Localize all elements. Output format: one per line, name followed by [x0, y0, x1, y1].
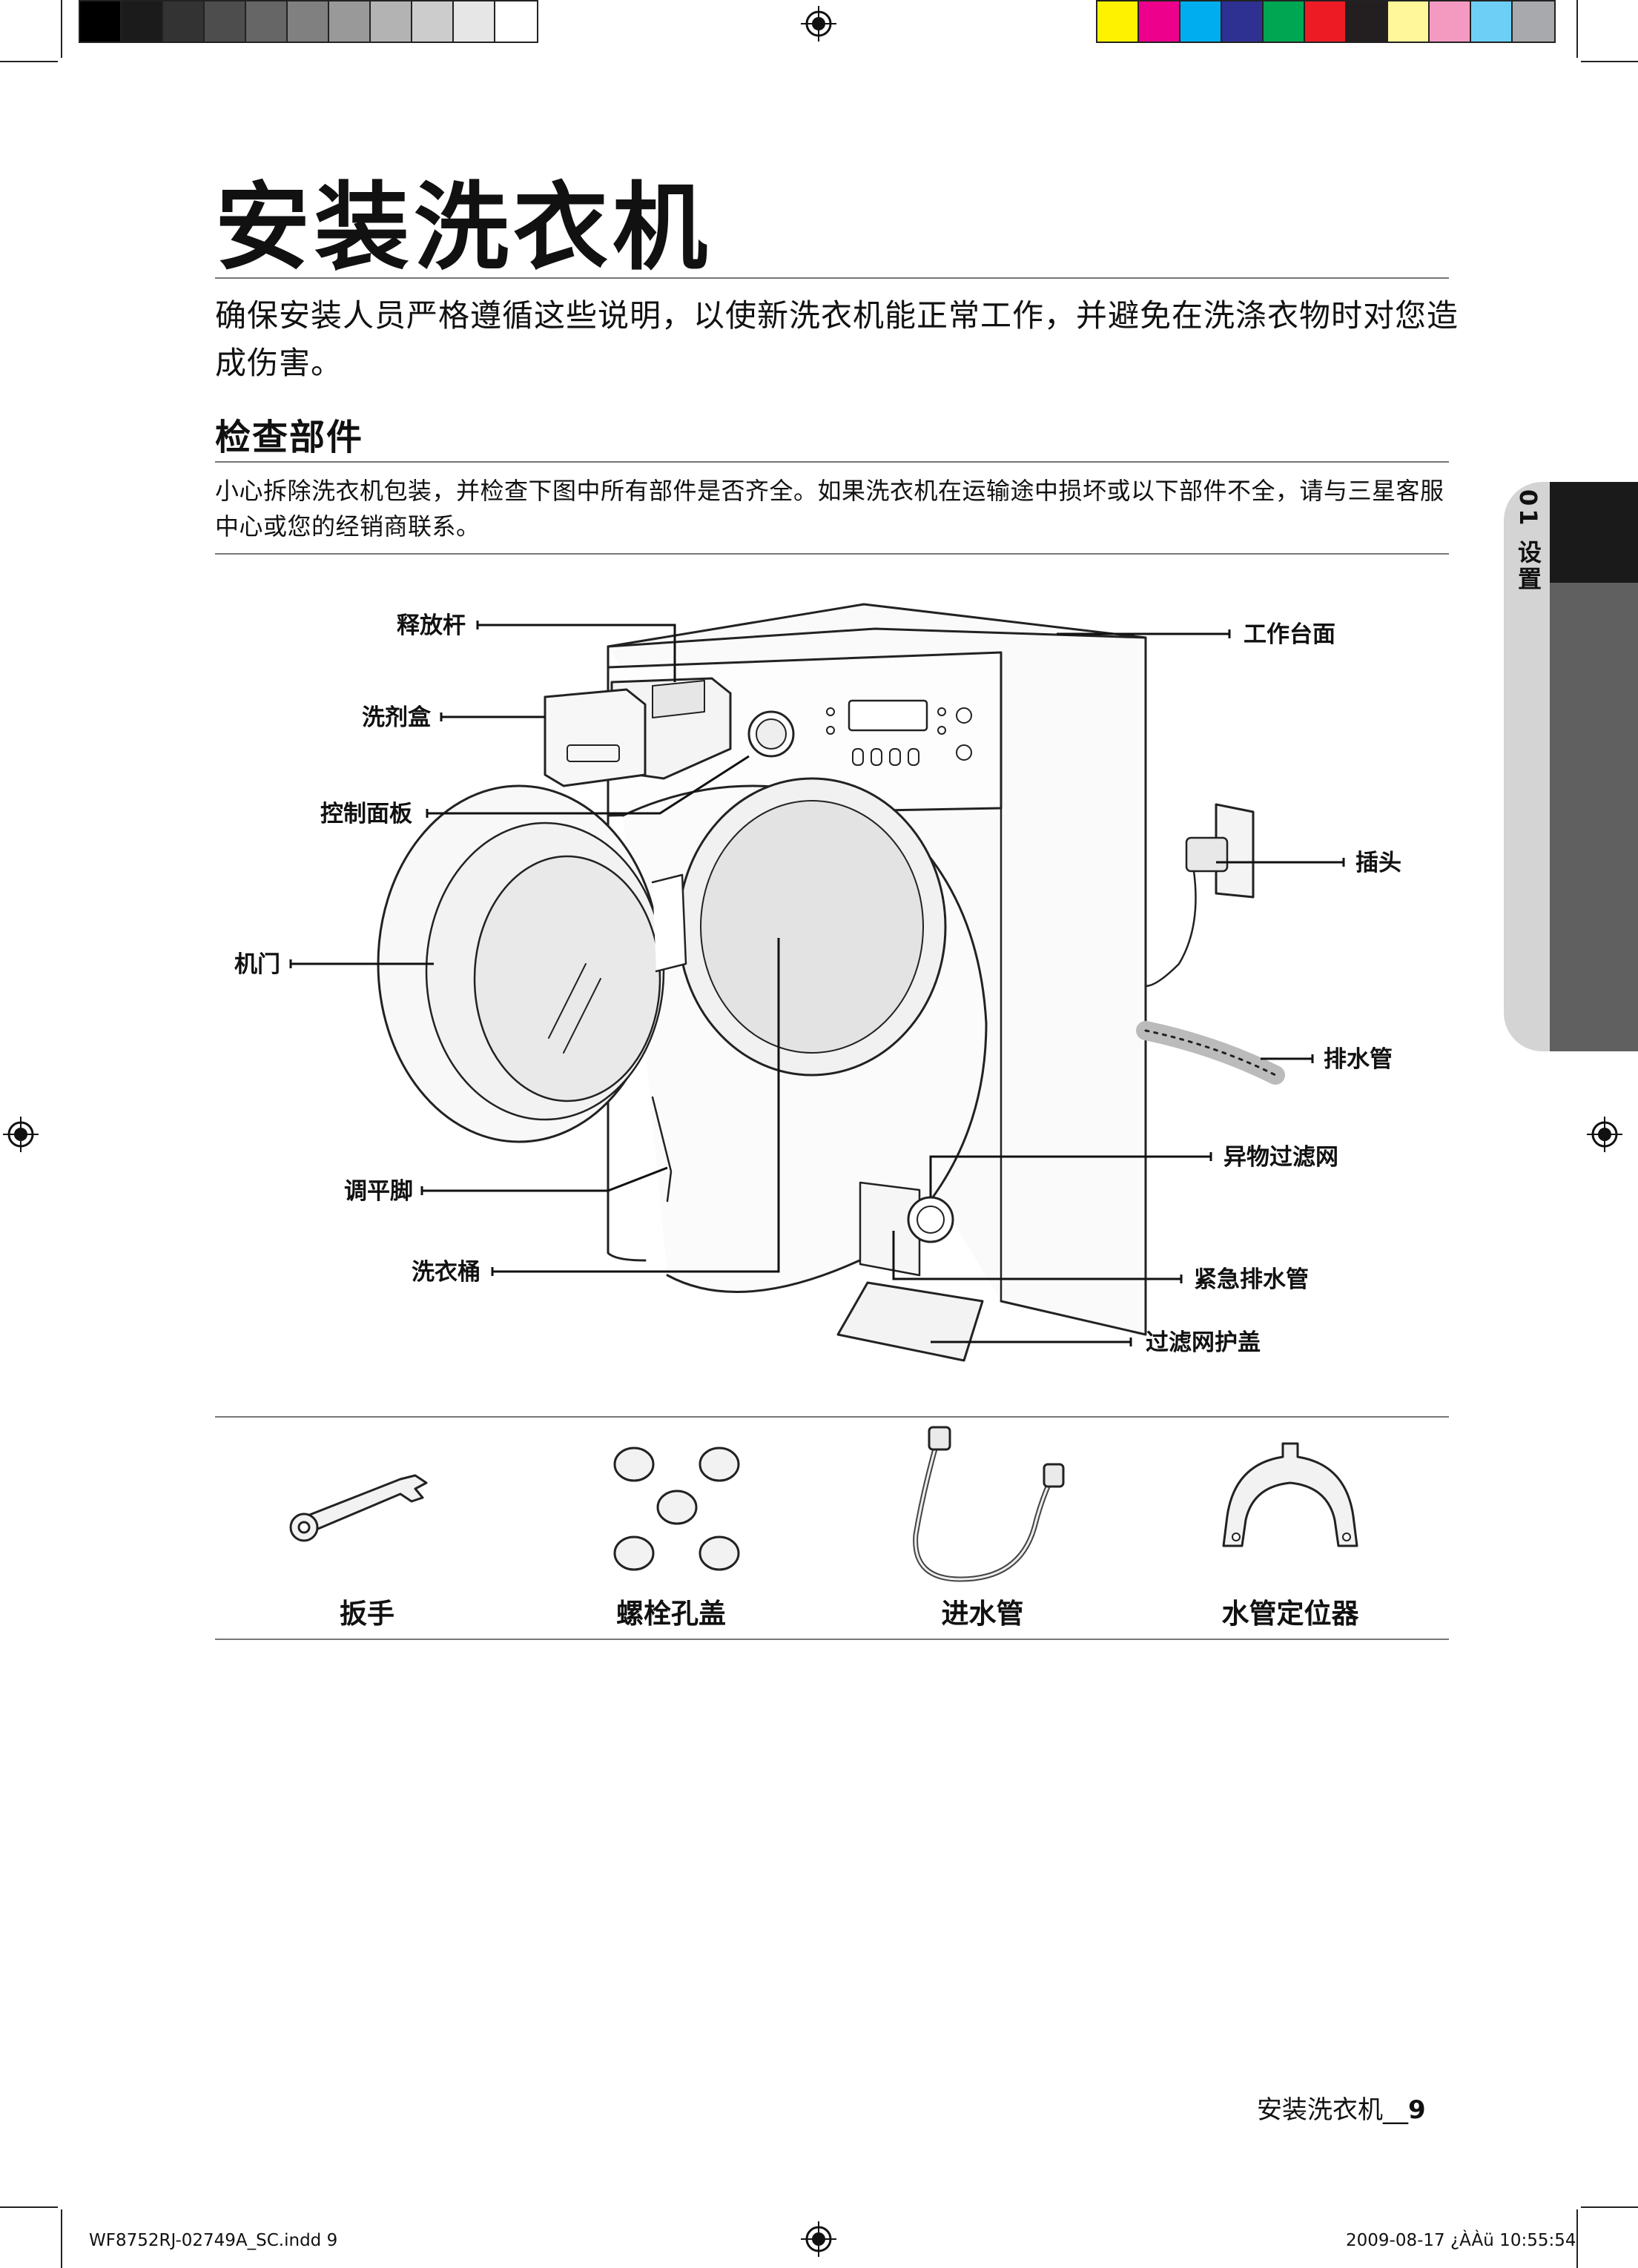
gray-swatch: [246, 1, 288, 42]
washing-machine-diagram: [289, 603, 1345, 1362]
section-body-rule: [215, 553, 1449, 555]
label-emergency-drain: 紧急排水管: [1194, 1266, 1309, 1293]
side-tab-label: 01 设置: [1514, 489, 1542, 593]
grayscale-color-bar: [79, 0, 538, 43]
accessory-label-bolt-hole-caps: 螺栓孔盖: [616, 1598, 726, 1630]
label-debris-filter: 异物过滤网: [1223, 1144, 1338, 1171]
label-worktop: 工作台面: [1244, 621, 1335, 648]
page-title: 安装洗衣机: [215, 173, 713, 283]
gray-swatch: [122, 1, 163, 42]
label-plug: 插头: [1355, 850, 1401, 876]
crop-mark: [61, 0, 62, 58]
color-swatch: [1222, 1, 1264, 42]
section-heading-rule: [215, 461, 1449, 463]
accessories-top-rule: [215, 1416, 1449, 1418]
accessories-bottom-rule: [215, 1639, 1449, 1640]
accessory-label-wrench: 扳手: [340, 1598, 394, 1630]
intro-paragraph: 确保安装人员严格遵循这些说明，以使新洗衣机能正常工作，并避免在洗涤衣物时对您造成…: [215, 297, 1459, 381]
label-drain-hose: 排水管: [1324, 1046, 1393, 1073]
file-info: WF8752RJ-02749A_SC.indd 9: [89, 2231, 338, 2250]
gray-swatch: [288, 1, 329, 42]
section-body: 小心拆除洗衣机包装，并检查下图中所有部件是否齐全。如果洗衣机在运输途中损坏或以下…: [215, 477, 1444, 540]
process-color-bar: [1096, 0, 1556, 43]
registration-mark-left: [3, 1117, 39, 1152]
registration-mark-top: [801, 6, 836, 42]
color-swatch: [1347, 1, 1388, 42]
gray-swatch: [412, 1, 454, 42]
gray-swatch: [329, 1, 371, 42]
page-footer-title: 安装洗衣机__: [1257, 2095, 1408, 2125]
color-swatch: [1139, 1, 1180, 42]
color-swatch: [1430, 1, 1471, 42]
crop-mark: [1581, 2206, 1638, 2208]
color-swatch: [1513, 1, 1554, 42]
wrench-icon: [289, 1474, 428, 1542]
registration-mark-right: [1587, 1117, 1622, 1152]
color-swatch: [1180, 1, 1222, 42]
gray-swatch: [454, 1, 495, 42]
color-swatch: [1305, 1, 1347, 42]
crop-mark: [1576, 2209, 1578, 2268]
label-release-lever: 释放杆: [397, 612, 466, 639]
hose-guide-icon: [1222, 1442, 1358, 1547]
registration-mark-bottom: [801, 2221, 836, 2257]
side-tab-strip: [1550, 583, 1638, 1051]
water-supply-hose-icon: [913, 1426, 1065, 1582]
page-footer-label: 安装洗衣机__9: [1257, 2089, 1426, 2126]
page-number: 9: [1408, 2095, 1426, 2125]
gray-swatch: [205, 1, 246, 42]
gray-swatch: [80, 1, 122, 42]
section-heading: 检查部件: [215, 417, 364, 458]
color-swatch: [1388, 1, 1430, 42]
label-drum: 洗衣桶: [412, 1259, 480, 1286]
color-swatch: [1471, 1, 1513, 42]
crop-mark: [0, 61, 58, 62]
label-detergent-drawer: 洗剂盒: [362, 704, 431, 731]
color-swatch: [1097, 1, 1139, 42]
title-rule: [215, 277, 1449, 279]
crop-mark: [1581, 61, 1638, 62]
crop-mark: [0, 2206, 58, 2208]
label-door: 机门: [234, 951, 280, 978]
timestamp: 2009-08-17 ¿ÀÀü 10:55:54: [1346, 2231, 1576, 2250]
label-control-panel: 控制面板: [320, 801, 412, 827]
label-filter-cover: 过滤网护盖: [1146, 1329, 1261, 1356]
color-swatch: [1264, 1, 1305, 42]
bolt-hole-caps-icon: [613, 1447, 740, 1571]
side-tab-marker: [1550, 482, 1638, 583]
accessory-label-water-hose: 进水管: [941, 1598, 1024, 1630]
crop-mark: [61, 2209, 62, 2268]
accessory-label-hose-guide: 水管定位器: [1221, 1598, 1359, 1630]
gray-swatch: [495, 1, 537, 42]
gray-swatch: [163, 1, 205, 42]
label-leveling-feet: 调平脚: [344, 1178, 413, 1205]
crop-mark: [1576, 0, 1578, 58]
gray-swatch: [371, 1, 412, 42]
